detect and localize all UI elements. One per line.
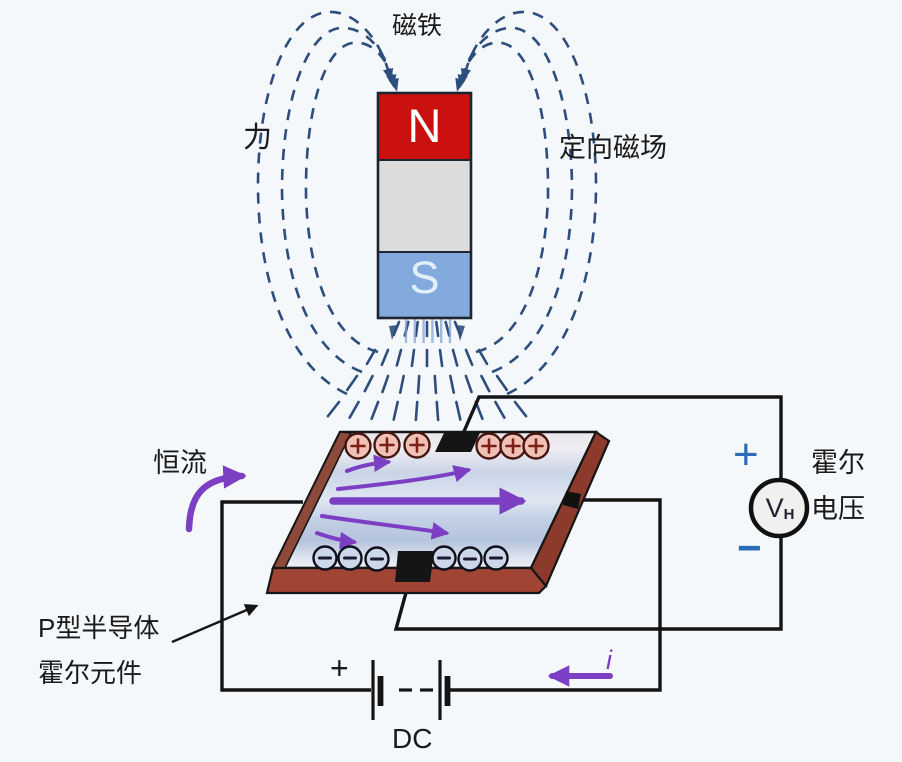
s-pole-label: S — [409, 252, 440, 303]
field-dash — [398, 374, 405, 394]
hall-top-wire — [460, 395, 783, 478]
field-loop — [304, 41, 399, 354]
drift-arrows — [315, 454, 527, 550]
hall-minus-sign: − — [737, 524, 762, 571]
field-loop — [256, 10, 394, 396]
charge-rows — [312, 431, 550, 572]
voltmeter-circle — [748, 477, 810, 539]
current-symbol-label: i — [606, 645, 612, 675]
field-dash — [416, 374, 421, 395]
field-loop — [455, 41, 550, 354]
field-dash — [444, 320, 451, 337]
magnet-body — [378, 160, 471, 252]
battery-plus-label: + — [330, 650, 349, 686]
magnet-s-pole — [378, 252, 471, 318]
field-dash — [494, 400, 506, 419]
top-contact-pad — [435, 433, 480, 452]
force-label: 力 — [243, 122, 273, 154]
field-dash — [435, 320, 440, 338]
field-dash — [326, 400, 341, 418]
field-dash — [477, 348, 489, 366]
field-dash — [464, 374, 473, 394]
hall-voltage-label: 霍尔 电压 — [811, 448, 865, 524]
field-dash — [345, 374, 359, 392]
field-loop — [457, 26, 574, 374]
constant-current-label: 恒流 — [153, 448, 207, 478]
battery-plate-short — [377, 676, 384, 706]
side-contact-dot — [563, 491, 581, 509]
field-dash — [410, 348, 416, 368]
constant-current-arrow-icon — [185, 465, 247, 533]
annotation-arrow-icon — [171, 604, 259, 644]
drift-arrow-icon — [320, 514, 450, 540]
field-dash — [370, 400, 380, 421]
field-dash — [365, 348, 377, 366]
circuit-wires — [220, 395, 783, 692]
bottom-contact-pad — [395, 551, 434, 582]
field-dash — [495, 374, 509, 392]
drift-arrow-icon — [315, 531, 358, 550]
current-left-wire — [220, 500, 371, 692]
dc-battery — [371, 660, 451, 720]
field-loop — [460, 10, 598, 396]
field-dash — [435, 400, 440, 422]
field-dash — [348, 400, 360, 419]
field-dash — [480, 374, 491, 393]
hall-bottom-wire — [393, 538, 783, 631]
field-dash — [414, 400, 419, 422]
n-pole-label: N — [407, 99, 442, 152]
field-dash — [395, 348, 403, 367]
field-dash — [392, 400, 399, 421]
field-arrowhead-icon — [456, 325, 465, 341]
field-dash — [381, 374, 390, 394]
field-arrowhead-icon — [389, 325, 398, 340]
field-loop — [280, 26, 397, 374]
battery-plate-short — [444, 676, 451, 706]
semiconductor-label: P型半导体 霍尔元件 — [38, 613, 160, 688]
drift-arrow-icon — [336, 465, 472, 491]
field-dash — [433, 374, 438, 395]
field-lines-left — [256, 10, 399, 396]
field-dash — [438, 348, 444, 368]
dc-label: DC — [392, 723, 433, 754]
field-dash — [451, 348, 459, 367]
oriented-field-label: 定向磁场 — [559, 133, 667, 163]
field-dash — [449, 374, 456, 394]
field-dash — [363, 374, 374, 393]
field-dash — [380, 348, 390, 367]
field-dash — [513, 400, 528, 418]
field-lines-right — [455, 10, 598, 396]
current-right-wire — [449, 498, 662, 692]
field-dash — [455, 400, 462, 421]
field-dash — [464, 348, 474, 367]
bar-magnet — [376, 91, 473, 320]
magnet-n-pole — [378, 93, 471, 160]
field-dash — [414, 320, 419, 338]
hall-plus-sign: + — [733, 430, 759, 479]
magnet-label: 磁铁 — [392, 12, 443, 40]
drift-arrow-icon — [345, 454, 392, 473]
